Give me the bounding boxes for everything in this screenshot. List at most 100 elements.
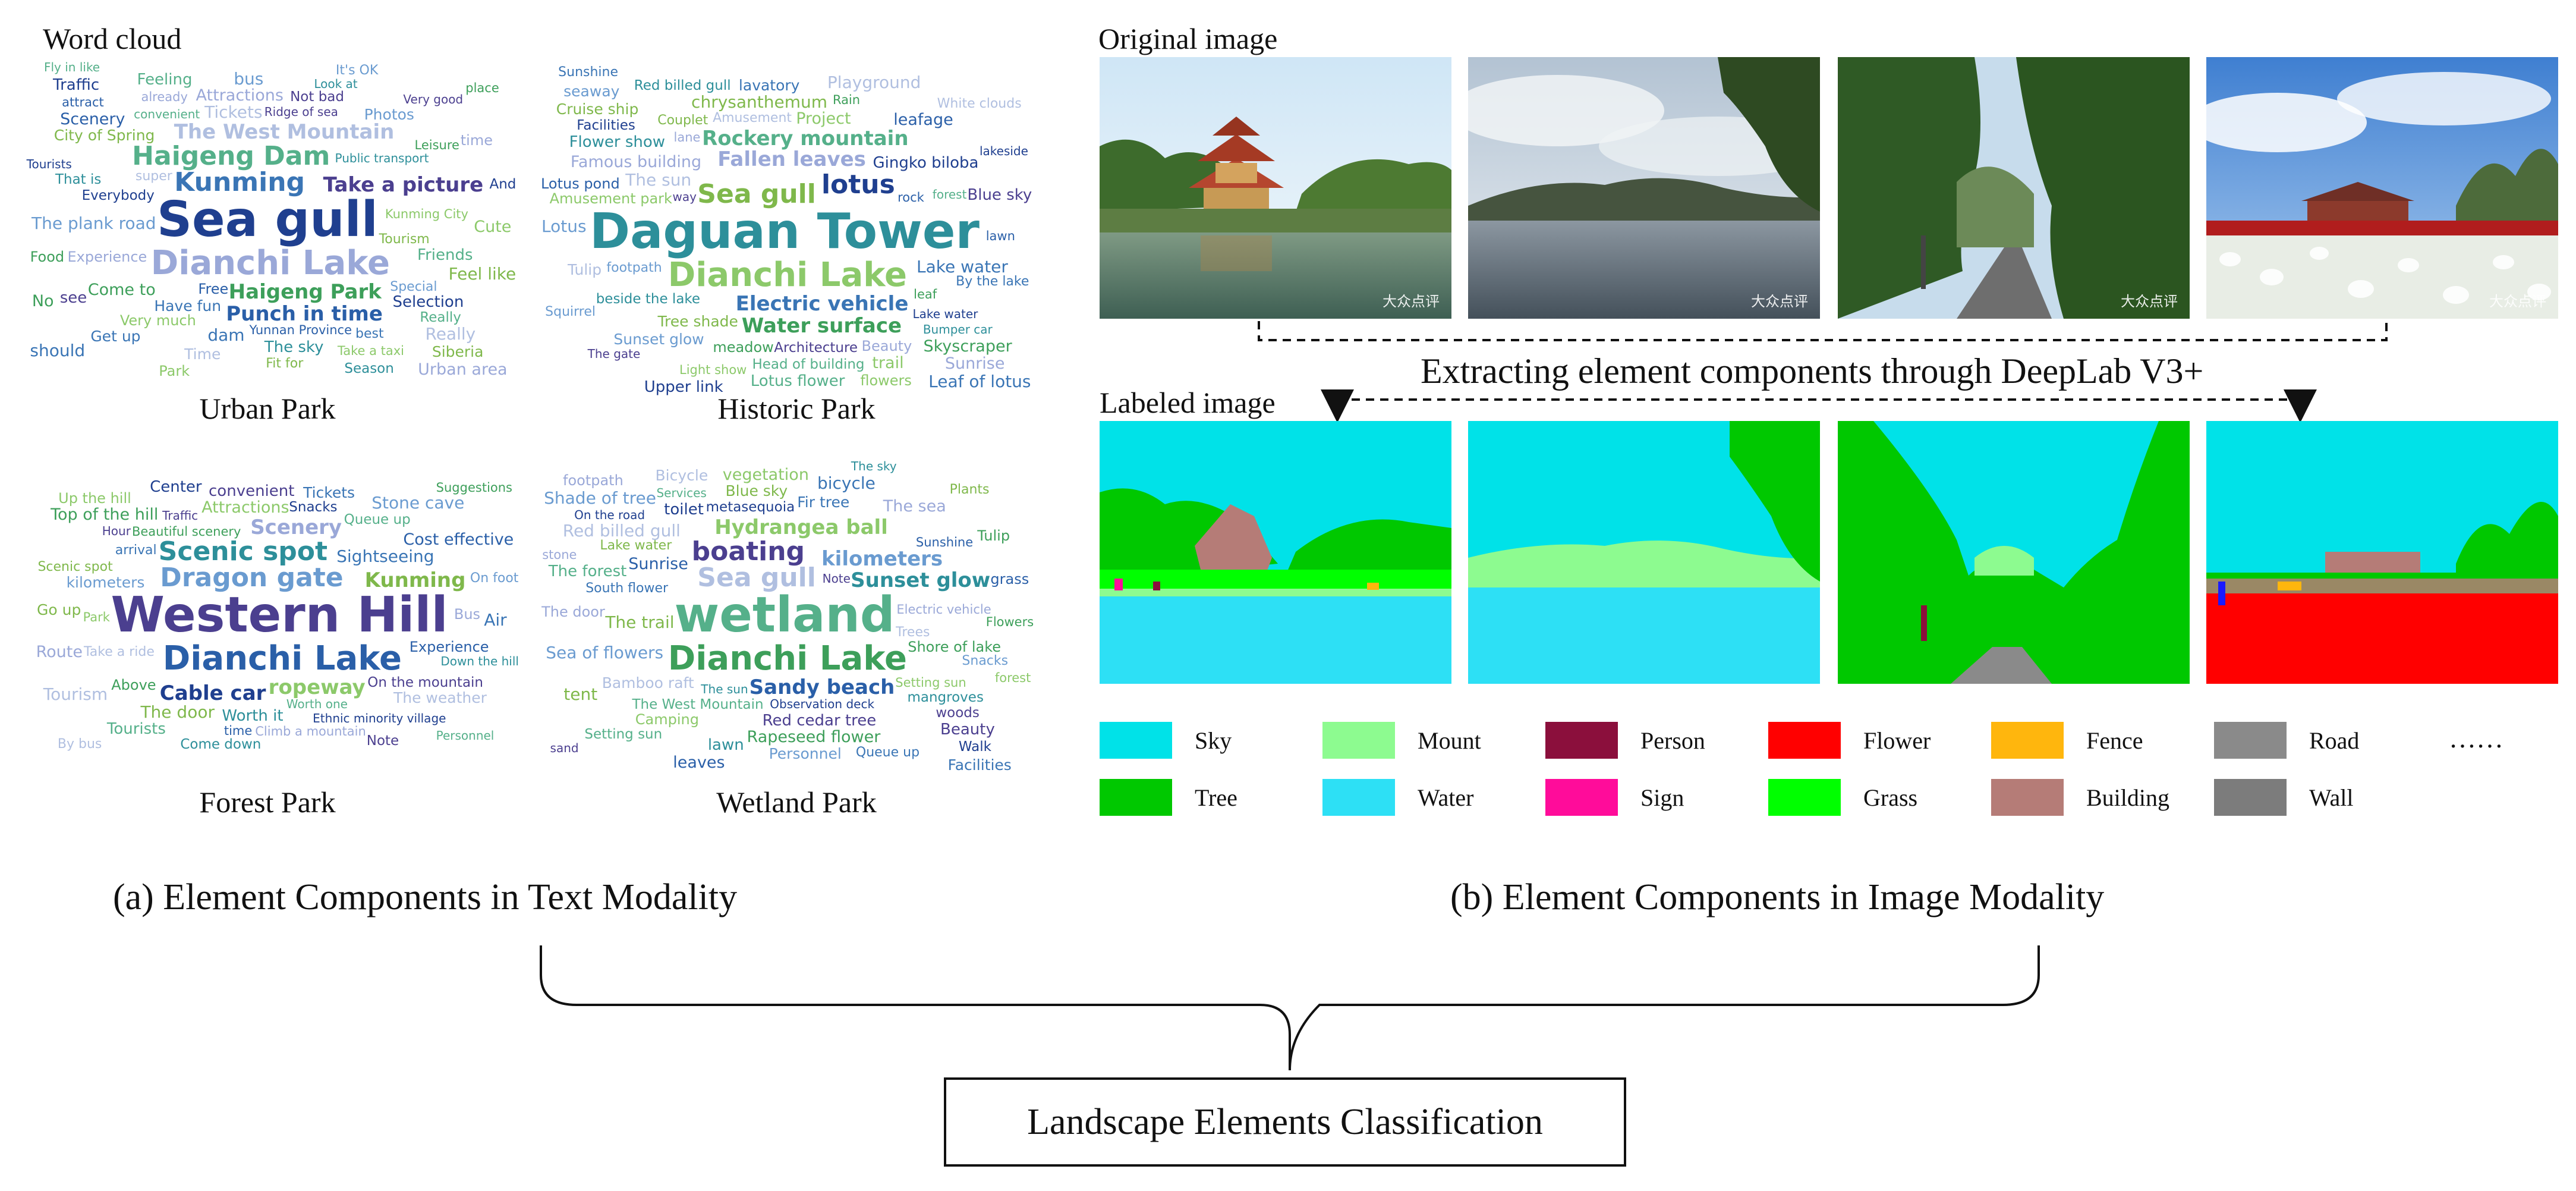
word-cloud-word: ropeway xyxy=(268,675,366,700)
word-cloud-word: Yunnan Province xyxy=(249,323,352,338)
word-cloud-word: Sea gull xyxy=(697,178,816,209)
word-cloud-word: Tourists xyxy=(26,156,72,171)
word-cloud-word: already xyxy=(141,90,188,105)
classification-label: Landscape Elements Classification xyxy=(1027,1101,1543,1142)
word-cloud-word: convenient xyxy=(209,482,295,500)
word-cloud-word: Electric vehicle xyxy=(896,602,991,617)
legend-label-mount: Mount xyxy=(1418,727,1481,754)
word-cloud-word: Lake water xyxy=(600,538,672,553)
word-cloud-word: Special xyxy=(390,279,437,295)
word-cloud-word: Feel like xyxy=(448,263,517,284)
word-cloud-word: Architecture xyxy=(774,340,858,356)
word-cloud-word: By bus xyxy=(57,736,102,752)
word-cloud-word: Tulip xyxy=(568,260,602,278)
word-cloud-word: Photos xyxy=(364,105,414,123)
word-cloud-word: Bumper car xyxy=(922,322,993,337)
word-cloud-word: Lotus pond xyxy=(540,175,620,193)
word-cloud-word: Haigeng Dam xyxy=(132,140,330,171)
word-cloud-word: lane xyxy=(673,130,701,144)
word-cloud-word: lakeside xyxy=(979,144,1028,159)
word-cloud-word: Not bad xyxy=(290,89,344,105)
word-cloud-word: Attractions xyxy=(196,86,284,105)
word-cloud-word: The sun xyxy=(701,681,748,696)
word-cloud-word: Red billed gull xyxy=(634,77,731,93)
word-cloud-word: Park xyxy=(83,610,110,625)
word-cloud-word: Lake water xyxy=(917,256,1008,276)
legend-label-building: Building xyxy=(2086,784,2170,811)
word-cloud-word: metasequoia xyxy=(706,499,795,516)
word-cloud-word: Facilities xyxy=(947,756,1012,773)
word-cloud-word: Amusement park xyxy=(549,190,672,208)
word-cloud-word: beside the lake xyxy=(596,291,701,307)
labeled-image-label: Labeled image xyxy=(1100,385,1280,420)
word-cloud-word: Sea of flowers xyxy=(546,643,664,663)
word-cloud-word: Note xyxy=(822,571,851,586)
word-cloud-word: toilet xyxy=(664,501,704,519)
word-cloud-word: best xyxy=(355,326,384,341)
word-cloud-word: The forest xyxy=(548,562,627,580)
word-cloud-word: Snacks xyxy=(962,653,1009,669)
word-cloud-word: Get up xyxy=(90,328,141,345)
word-cloud-word: super xyxy=(135,169,172,184)
legend-label-fence: Fence xyxy=(2086,727,2143,754)
word-cloud-word: Tickets xyxy=(204,102,263,122)
word-cloud-word: Scenic spot xyxy=(158,536,328,567)
word-cloud-word: The weather xyxy=(393,689,487,706)
word-cloud-word: Urban area xyxy=(418,360,508,379)
word-cloud-word: Dianchi Lake xyxy=(162,639,402,678)
word-cloud-word: grass xyxy=(990,570,1029,587)
word-cloud-word: Tree shade xyxy=(657,313,738,331)
word-cloud-word: forest xyxy=(932,187,967,202)
word-cloud-word: Haigeng Park xyxy=(228,280,382,304)
word-cloud-word: woods xyxy=(936,705,980,721)
word-cloud-word: Personnel xyxy=(769,744,842,762)
word-cloud-word: Light show xyxy=(679,363,747,378)
word-cloud-word: trail xyxy=(872,354,904,373)
word-cloud-word: Skyscraper xyxy=(923,337,1012,356)
word-cloud-word: Tulip xyxy=(977,527,1010,544)
labeled-image-forest xyxy=(1838,421,2190,684)
word-cloud-word: vegetation xyxy=(722,465,809,484)
word-cloud-word: Kunming City xyxy=(385,206,468,221)
word-cloud-word: Setting sun xyxy=(895,675,966,690)
word-cloud-word: Scenery xyxy=(250,515,342,539)
word-cloud-word: Climb a mountain xyxy=(255,724,366,739)
word-cloud-word: bicycle xyxy=(817,473,876,494)
word-cloud-word: Come to xyxy=(87,280,156,299)
word-cloud-word: On the road xyxy=(574,507,645,522)
word-cloud-word: Setting sun xyxy=(584,727,663,743)
word-cloud-word: Cable car xyxy=(159,681,266,705)
word-cloud-word: Observation deck xyxy=(770,696,875,711)
word-cloud-word: Gingko biloba xyxy=(873,154,979,172)
legend-swatch-tree xyxy=(1100,779,1172,816)
word-cloud-word: lotus xyxy=(821,169,895,200)
word-cloud-word: time xyxy=(223,723,253,738)
word-cloud-word: Snacks xyxy=(289,499,338,515)
word-cloud-word: lawn xyxy=(985,229,1015,243)
labeled-image-historic xyxy=(1468,421,1820,684)
word-cloud-word: Experience xyxy=(67,249,147,266)
labeled-image-wetland xyxy=(2206,421,2558,684)
word-cloud-word: Rain xyxy=(832,92,861,107)
word-cloud-word: Experience xyxy=(409,639,489,656)
word-cloud-word: Ridge of sea xyxy=(264,105,338,120)
park-name-wetland: Wetland Park xyxy=(716,785,877,819)
word-cloud-word: Blue sky xyxy=(967,186,1032,204)
word-cloud-word: Take a taxi xyxy=(337,344,404,359)
word-cloud-word: bus xyxy=(234,69,264,89)
word-cloud-word: Leisure xyxy=(414,138,459,153)
word-cloud-word: Public transport xyxy=(335,151,429,166)
word-cloud-word: Fly in like xyxy=(43,59,100,74)
word-cloud-word: The sea xyxy=(883,497,946,516)
word-cloud-word: meadow xyxy=(713,339,774,356)
word-cloud-word: Sea gull xyxy=(157,191,378,248)
word-cloud-word: Cute xyxy=(474,217,512,236)
word-cloud-word: The plank road xyxy=(32,213,156,234)
word-cloud-word: leaf xyxy=(914,287,937,301)
word-cloud-word: Sunrise xyxy=(628,554,688,573)
word-cloud-word: leafage xyxy=(893,110,953,129)
word-cloud-word: Cruise ship xyxy=(556,100,639,118)
